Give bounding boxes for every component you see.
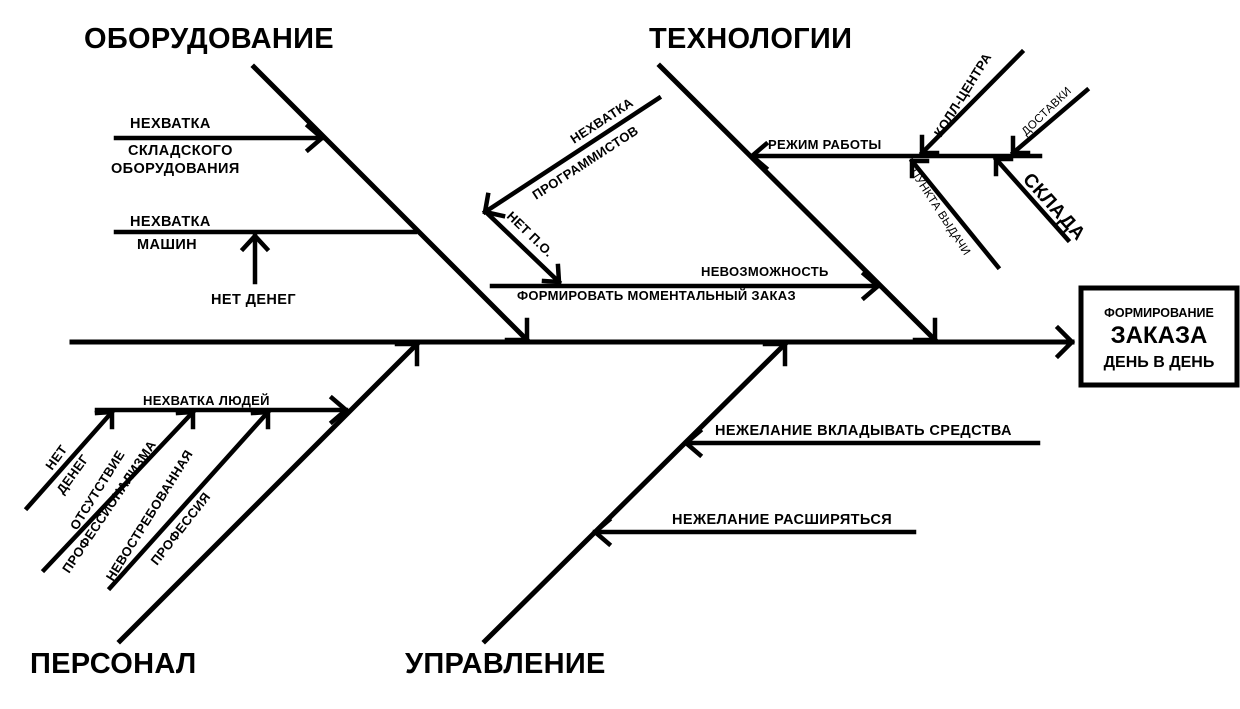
equipment-cause-1-arrowhead <box>304 122 326 154</box>
result-line-3: ДЕНЬ В ДЕНЬ <box>1104 354 1215 371</box>
tech-programmers-arrowhead <box>482 192 506 219</box>
tech-programmers-line <box>481 94 663 216</box>
tech-instant-order-arrowhead <box>860 270 882 302</box>
personnel-undemand-line <box>106 408 272 592</box>
tech-pickup-arrowhead <box>909 158 930 179</box>
category-management: УПРАВЛЕНИЕ <box>405 648 606 680</box>
tech-pickup-label: ПУНКТА ВЫДАЧИ <box>907 167 972 258</box>
tech-instant-order-label-1: НЕВОЗМОЖНОСТЬ <box>701 264 829 279</box>
equipment-branch-arrowhead <box>504 317 530 343</box>
technology-branch-line <box>656 62 939 344</box>
personnel-no-prof-arrowhead <box>175 409 196 430</box>
management-invest-label: НЕЖЕЛАНИЕ ВКЛАДЫВАТЬ СРЕДСТВА <box>715 423 1012 439</box>
tech-delivery-label: ДОСТАВКИ <box>1020 85 1074 138</box>
personnel-branch-arrowhead <box>394 341 420 367</box>
personnel-shortage-label: НЕХВАТКА ЛЮДЕЙ <box>143 393 270 408</box>
technology-branch-arrowhead <box>912 317 938 343</box>
tech-warehouse-line <box>992 155 1072 244</box>
tech-pickup-line <box>908 157 1002 271</box>
management-invest-arrowhead <box>682 427 704 459</box>
personnel-branch-line <box>116 340 421 645</box>
equipment-sub-cause-arrowhead <box>239 232 271 253</box>
personnel-undemand-arrowhead <box>250 409 271 430</box>
personnel-shortage-arrowhead <box>328 394 350 426</box>
tech-delivery-arrowhead <box>1010 135 1031 156</box>
personnel-no-money-line <box>23 408 116 512</box>
category-technology: ТЕХНОЛОГИИ <box>649 23 852 55</box>
result-line-1: ФОРМИРОВАНИЕ <box>1104 306 1214 320</box>
equipment-branch-line <box>250 63 531 344</box>
result-line-2: ЗАКАЗА <box>1111 322 1208 349</box>
equipment-cause-2-label-2: МАШИН <box>137 237 197 253</box>
management-expand-label: НЕЖЕЛАНИЕ РАСШИРЯТЬСЯ <box>672 512 892 528</box>
tech-warehouse-arrowhead <box>993 156 1014 177</box>
category-personnel: ПЕРСОНАЛ <box>30 648 197 680</box>
tech-call-center-arrowhead <box>919 134 940 156</box>
category-equipment: ОБОРУДОВАНИЕ <box>84 23 334 55</box>
tech-work-mode-label: РЕЖИМ РАБОТЫ <box>768 137 882 152</box>
personnel-no-money-label-1: НЕТ <box>42 442 70 473</box>
management-expand-arrowhead <box>591 516 613 548</box>
tech-call-center-label: КОЛЛ-ЦЕНТРА <box>931 50 995 140</box>
equipment-cause-1-label-1: НЕХВАТКА <box>130 116 211 132</box>
tech-no-software-line <box>484 210 563 286</box>
equipment-sub-cause-label: НЕТ ДЕНЕГ <box>211 292 296 308</box>
tech-work-mode-arrowhead <box>748 140 770 172</box>
management-branch-arrowhead <box>762 341 788 367</box>
tech-call-center-line <box>918 48 1026 157</box>
spine-arrowhead <box>1054 324 1076 360</box>
tech-no-software-arrowhead <box>541 263 562 285</box>
personnel-no-money-arrowhead <box>94 409 115 430</box>
tech-delivery-line <box>1009 86 1091 157</box>
management-branch-line <box>481 340 789 645</box>
result-box: ФОРМИРОВАНИЕ ЗАКАЗА ДЕНЬ В ДЕНЬ <box>1078 285 1240 388</box>
equipment-cause-1-label-2: СКЛАДСКОГО <box>128 143 233 159</box>
equipment-cause-1-label-3: ОБОРУДОВАНИЯ <box>111 161 240 177</box>
tech-instant-order-label-2: ФОРМИРОВАТЬ МОМЕНТАЛЬНЫЙ ЗАКАЗ <box>517 288 796 303</box>
personnel-no-prof-line <box>40 408 197 574</box>
equipment-cause-2-label-1: НЕХВАТКА <box>130 214 211 230</box>
tech-warehouse-label: СКЛАДА <box>1018 169 1089 245</box>
